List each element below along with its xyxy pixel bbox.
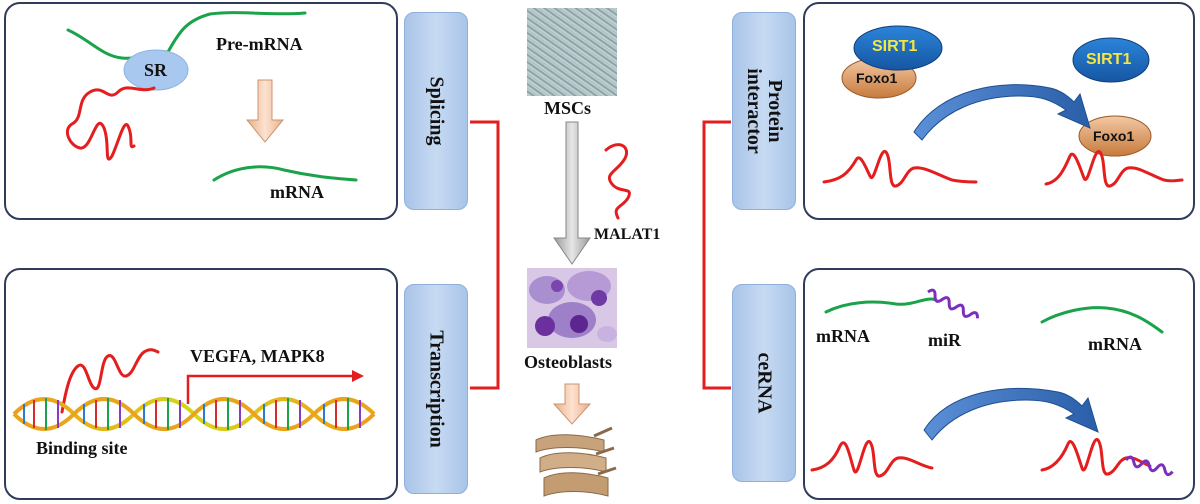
protein-interactor-tab: Protein interactor <box>732 12 796 210</box>
protein-lncrna-right <box>1044 150 1184 188</box>
cerna-lncrna-left <box>810 440 934 478</box>
splicing-tab: Splicing <box>404 12 468 210</box>
cerna-mrna-left-label: mRNA <box>816 326 870 346</box>
transcription-arrowhead <box>352 370 364 382</box>
osteoblasts-photo <box>527 268 617 348</box>
malat1-lncrna <box>604 143 631 220</box>
foxo1-label-moved: Foxo1 <box>1093 128 1135 144</box>
right-connector <box>702 120 731 390</box>
binding-site-label: Binding site <box>36 438 128 458</box>
splicing-down-arrow <box>245 79 285 143</box>
osteoblasts-to-bone-arrow <box>552 383 592 425</box>
cerna-tab: ceRNA <box>732 284 796 482</box>
transcription-tab: Transcription <box>404 284 468 494</box>
sirt1-label-free: SIRT1 <box>1086 51 1132 68</box>
osteoblasts-label: Osteoblasts <box>524 352 613 372</box>
splicing-panel <box>4 2 398 220</box>
protein-lncrna-left <box>822 150 978 188</box>
transcription-lncrna <box>60 348 160 414</box>
spliced-mrna-strand <box>212 165 358 182</box>
mscs-label: MSCs <box>544 98 592 118</box>
mscs-photo <box>527 8 617 96</box>
dna-double-helix <box>12 397 376 431</box>
mir-label: miR <box>928 330 961 350</box>
genes-label: VEGFA, MAPK8 <box>190 346 325 366</box>
sirt1-protein-bound <box>853 25 943 71</box>
mir-bound-top <box>927 288 979 319</box>
cerna-panel <box>803 268 1195 500</box>
cerna-lncrna-right <box>1040 438 1152 476</box>
mir-bound-bottom <box>1124 455 1174 477</box>
cerna-mrna-right-label: mRNA <box>1088 334 1142 354</box>
transcription-start-arrow <box>186 374 352 404</box>
foxo1-protein-moved <box>1078 115 1152 157</box>
malat1-label: MALAT1 <box>594 226 661 243</box>
foxo1-label-bound: Foxo1 <box>856 70 898 86</box>
splicing-lncrna <box>66 86 156 161</box>
protein-curved-arrow <box>913 84 1091 141</box>
pre-mrna-label: Pre-mRNA <box>216 34 303 54</box>
cerna-mrna-right <box>1040 306 1164 334</box>
mrna-label: mRNA <box>270 182 324 202</box>
sr-protein <box>123 49 189 91</box>
sirt1-label-bound: SIRT1 <box>872 38 918 55</box>
mscs-to-osteoblasts-arrow <box>553 121 591 265</box>
cerna-curved-arrow <box>923 387 1099 441</box>
osteoblasts-cells-illustration <box>529 271 617 342</box>
sr-label: SR <box>144 60 168 80</box>
left-connector <box>470 120 500 390</box>
spine-illustration <box>535 426 617 497</box>
cerna-mrna-left <box>824 297 938 314</box>
sirt1-protein-free <box>1072 37 1150 83</box>
